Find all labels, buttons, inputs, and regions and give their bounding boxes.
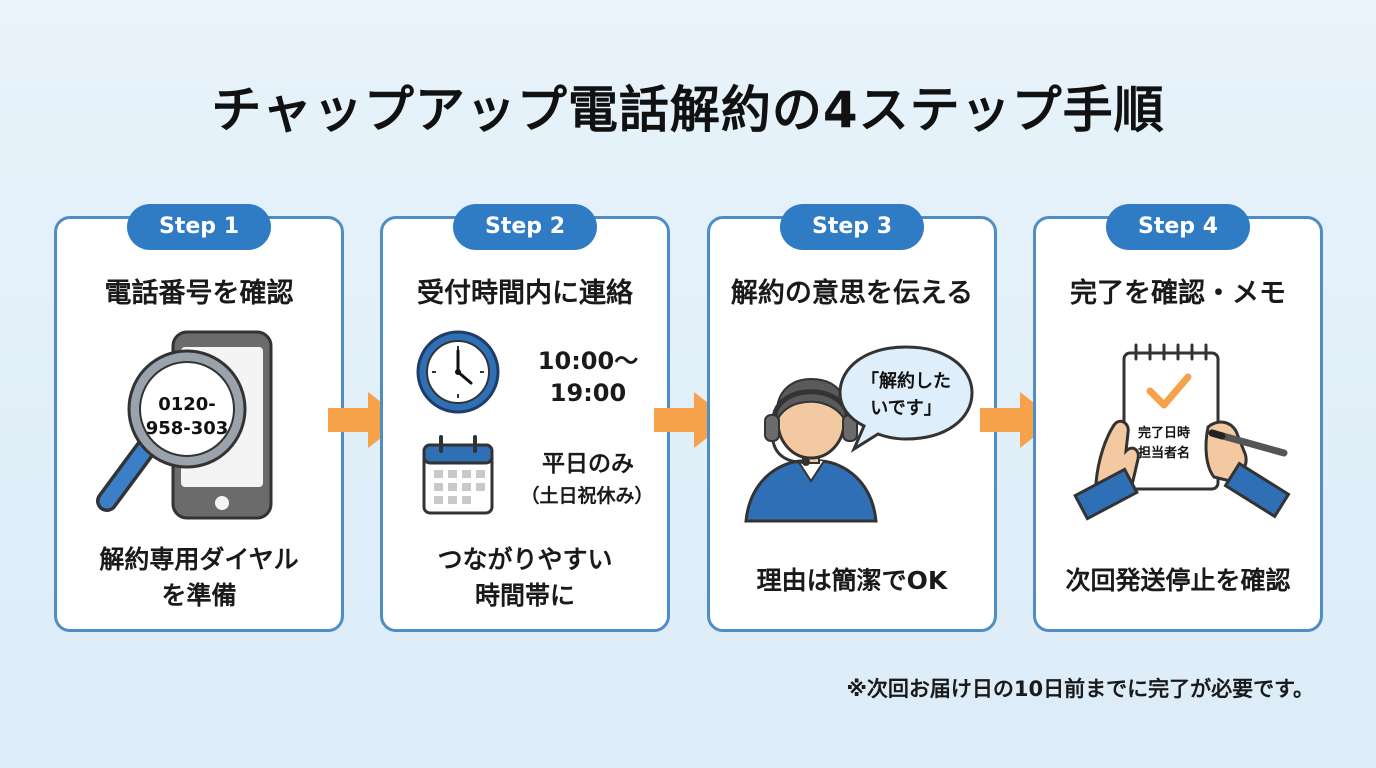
speech-line1: 「解約した <box>861 370 951 392</box>
step-caption-line2: を準備 <box>161 581 237 610</box>
speech-line2: いです」 <box>870 398 941 419</box>
step-caption-line1: つながりやすい <box>437 545 613 574</box>
hours-line1: 10:00〜 <box>537 347 639 375</box>
step-heading: 受付時間内に連絡 <box>417 278 633 309</box>
step-heading: 完了を確認・メモ <box>1070 278 1286 309</box>
memo-line1: 完了日時 <box>1138 425 1190 441</box>
step-heading: 解約の意思を伝える <box>730 278 974 309</box>
days-line1: 平日のみ <box>542 451 634 477</box>
notepad-pen-icon: 完了日時 担当者名 <box>1073 343 1291 521</box>
step-card-1: Step 1 電話番号を確認 0120- 958-303 解約専用ダイヤル を準… <box>54 204 344 632</box>
step-card-4: Step 4 完了を確認・メモ 完了日時 担当者名 次回発送停止を確認 <box>1033 204 1323 632</box>
step-badge: Step 2 <box>453 204 597 250</box>
memo-line2: 担当者名 <box>1138 445 1190 461</box>
step-caption-line1: 解約専用ダイヤル <box>99 545 299 574</box>
footnote: ※次回お届け日の10日前までに完了が必要です。 <box>846 677 1314 701</box>
step-card-2: Step 2 受付時間内に連絡 10:00〜 19: <box>380 204 670 632</box>
operator-headset-icon: 「解約した いです」 <box>744 345 974 523</box>
step-badge: Step 3 <box>780 204 924 250</box>
page-title: チャップアップ電話解約の4ステップ手順 <box>211 81 1165 139</box>
clock-icon <box>416 330 500 414</box>
magnifier-phone-icon: 0120- 958-303 <box>96 330 273 520</box>
step-caption-line2: 時間帯に <box>474 581 575 610</box>
phone-number-line1: 0120- <box>158 394 216 415</box>
step-caption-line1: 次回発送停止を確認 <box>1065 566 1291 595</box>
clock-calendar-icon <box>416 330 500 515</box>
phone-number-line2: 958-303 <box>146 418 229 439</box>
step-badge: Step 4 <box>1106 204 1250 250</box>
calendar-icon <box>422 435 494 515</box>
step-card-3: Step 3 解約の意思を伝える 「解約した いです」 理由は簡潔でOK <box>707 204 997 632</box>
step-badge: Step 1 <box>127 204 271 250</box>
days-line2: （土日祝休み） <box>520 485 654 507</box>
step-heading: 電話番号を確認 <box>104 278 294 309</box>
hours-line2: 19:00 <box>549 379 627 407</box>
step-caption-line1: 理由は簡潔でOK <box>756 566 948 595</box>
